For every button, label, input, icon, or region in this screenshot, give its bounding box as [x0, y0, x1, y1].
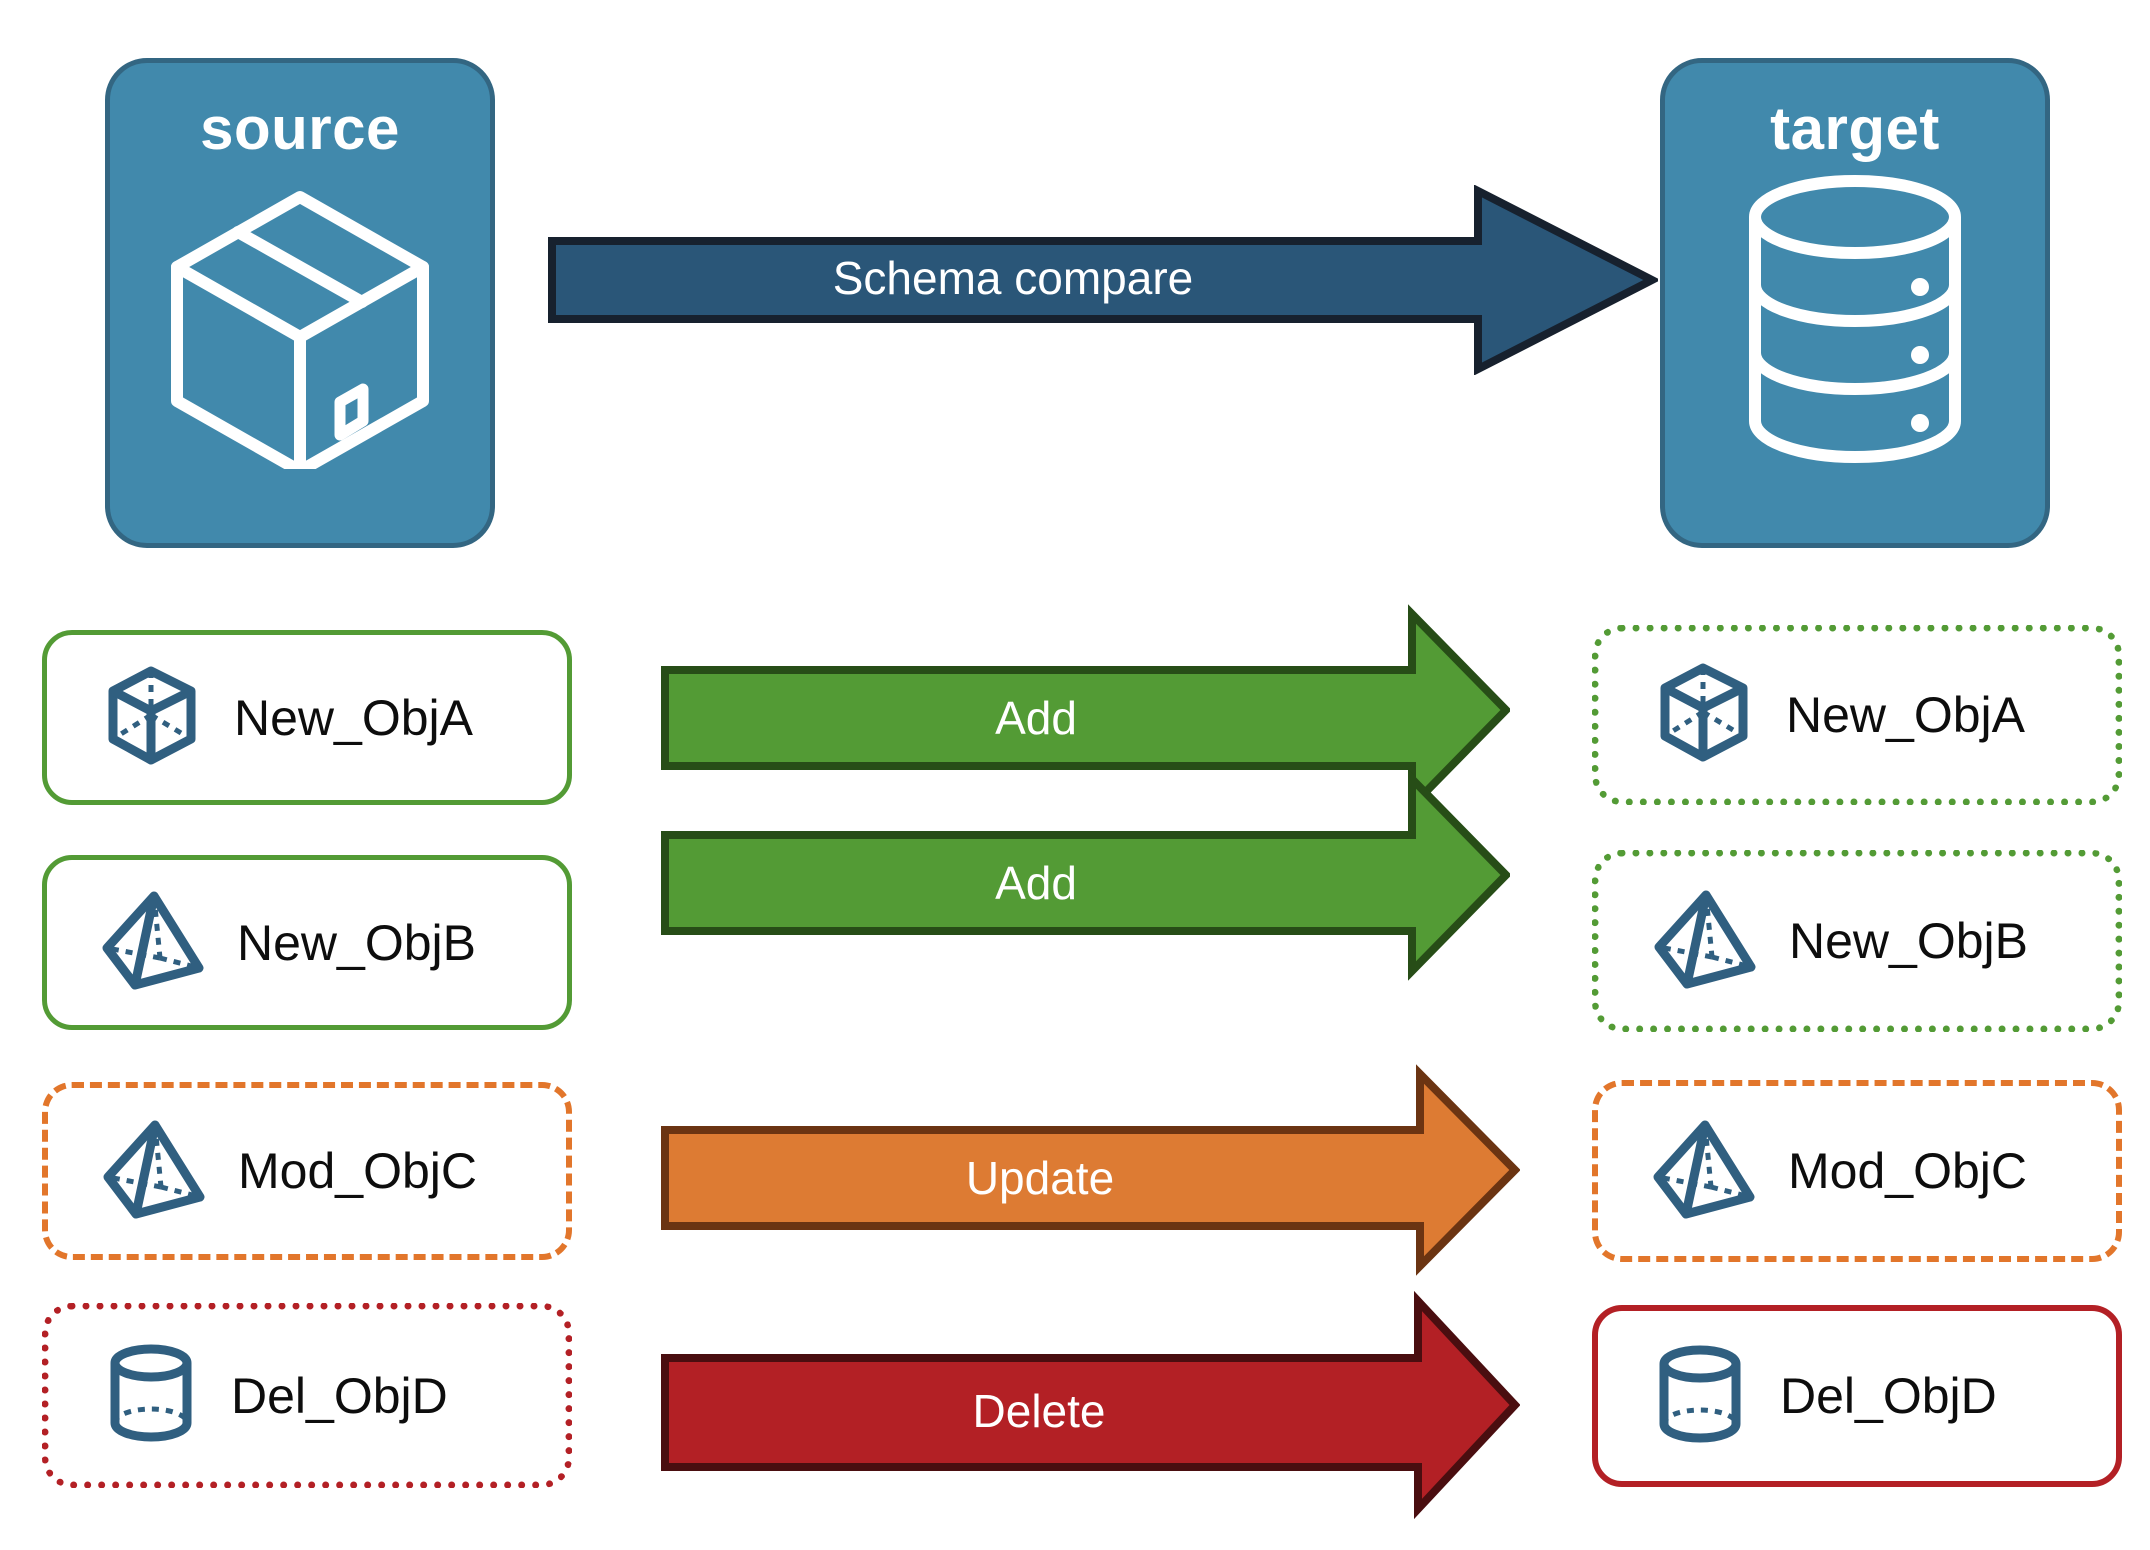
- schema-compare-arrow[interactable]: Schema compare: [548, 184, 1661, 376]
- database-cylinder-icon: [1730, 169, 1980, 474]
- action-arrow-label: Add: [995, 692, 1077, 744]
- target-objbox-mod-objc[interactable]: Mod_ObjC: [1592, 1080, 2122, 1262]
- package-box-icon: [155, 169, 445, 477]
- endpoint-title-source: source: [200, 95, 400, 162]
- action-arrow-label: Add: [995, 857, 1077, 909]
- target-objbox-new-objb[interactable]: New_ObjB: [1592, 850, 2122, 1032]
- source-objbox-new-objb[interactable]: New_ObjB: [42, 855, 572, 1030]
- source-objbox-label: Del_ObjD: [231, 1367, 448, 1424]
- target-objbox-del-objd[interactable]: Del_ObjD: [1592, 1305, 2122, 1487]
- wireframe-pyramid-icon: [99, 886, 207, 999]
- source-objbox-del-objd[interactable]: Del_ObjD: [42, 1303, 572, 1488]
- source-objbox-label: New_ObjA: [234, 689, 473, 746]
- action-arrow-label: Delete: [972, 1385, 1106, 1437]
- target-objbox-label: New_ObjB: [1789, 913, 2028, 969]
- wireframe-pyramid-icon: [1651, 885, 1759, 998]
- source-objbox-label: New_ObjB: [237, 914, 476, 971]
- action-arrow-delete[interactable]: Delete: [660, 1283, 1521, 1528]
- endpoint-card-target[interactable]: target: [1660, 58, 2050, 548]
- schema-compare-arrow-label: Schema compare: [832, 252, 1194, 304]
- wireframe-cylinder-icon: [1650, 1340, 1750, 1453]
- endpoint-card-source[interactable]: source: [105, 58, 495, 548]
- target-objbox-label: New_ObjA: [1786, 687, 2025, 743]
- target-objbox-label: Mod_ObjC: [1788, 1143, 2027, 1199]
- wireframe-pyramid-icon: [100, 1115, 208, 1228]
- endpoint-title-target: target: [1770, 95, 1940, 162]
- wireframe-cube-icon: [99, 663, 204, 773]
- action-arrow-add-1[interactable]: Add: [660, 600, 1512, 820]
- source-objbox-new-obja[interactable]: New_ObjA: [42, 630, 572, 805]
- source-objbox-mod-objc[interactable]: Mod_ObjC: [42, 1082, 572, 1260]
- target-objbox-new-obja[interactable]: New_ObjA: [1592, 625, 2122, 805]
- wireframe-cube-icon: [1651, 660, 1756, 770]
- source-objbox-label: Mod_ObjC: [238, 1143, 477, 1199]
- target-objbox-label: Del_ObjD: [1780, 1368, 1997, 1424]
- wireframe-pyramid-icon: [1650, 1115, 1758, 1228]
- action-arrow-add-2[interactable]: Add: [660, 765, 1512, 985]
- action-arrow-label: Update: [965, 1152, 1115, 1204]
- action-arrow-update[interactable]: Update: [660, 1060, 1521, 1280]
- wireframe-cylinder-icon: [101, 1339, 201, 1452]
